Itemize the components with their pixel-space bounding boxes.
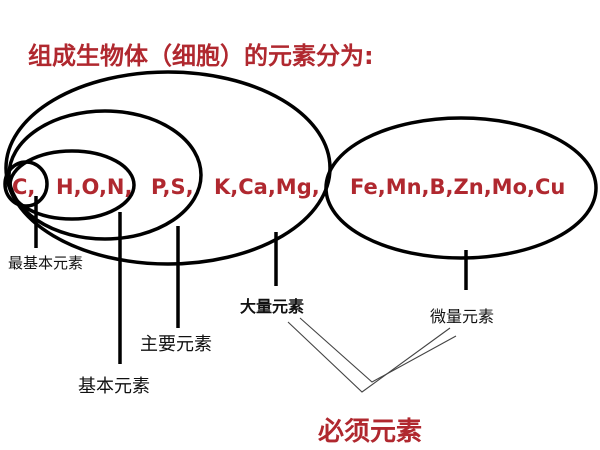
label-main: 主要元素 xyxy=(140,334,212,355)
micro-elements-ellipse xyxy=(324,116,598,260)
element-micro: Fe,Mn,B,Zn,Mo,Cu xyxy=(350,175,565,199)
element-c: C, xyxy=(12,175,35,199)
most-basic-element-ellipse xyxy=(3,160,49,208)
diagram-title: 组成生物体（细胞）的元素分为: xyxy=(28,42,374,70)
element-ps: P,S, xyxy=(151,175,194,199)
element-kcamg: K,Ca,Mg, xyxy=(214,175,320,199)
basic-elements-ellipse xyxy=(8,149,136,221)
label-macro: 大量元素 xyxy=(240,297,304,316)
main-elements-ellipse xyxy=(7,109,203,241)
label-essential: 必须元素 xyxy=(318,417,422,447)
label-most-basic: 最基本元素 xyxy=(8,254,83,272)
essential-bracket-left xyxy=(287,321,451,393)
label-basic: 基本元素 xyxy=(78,376,150,397)
macro-elements-ellipse xyxy=(4,70,332,266)
label-micro: 微量元素 xyxy=(430,307,494,326)
element-hon: H,O,N, xyxy=(56,175,132,199)
essential-bracket-right xyxy=(299,317,457,383)
